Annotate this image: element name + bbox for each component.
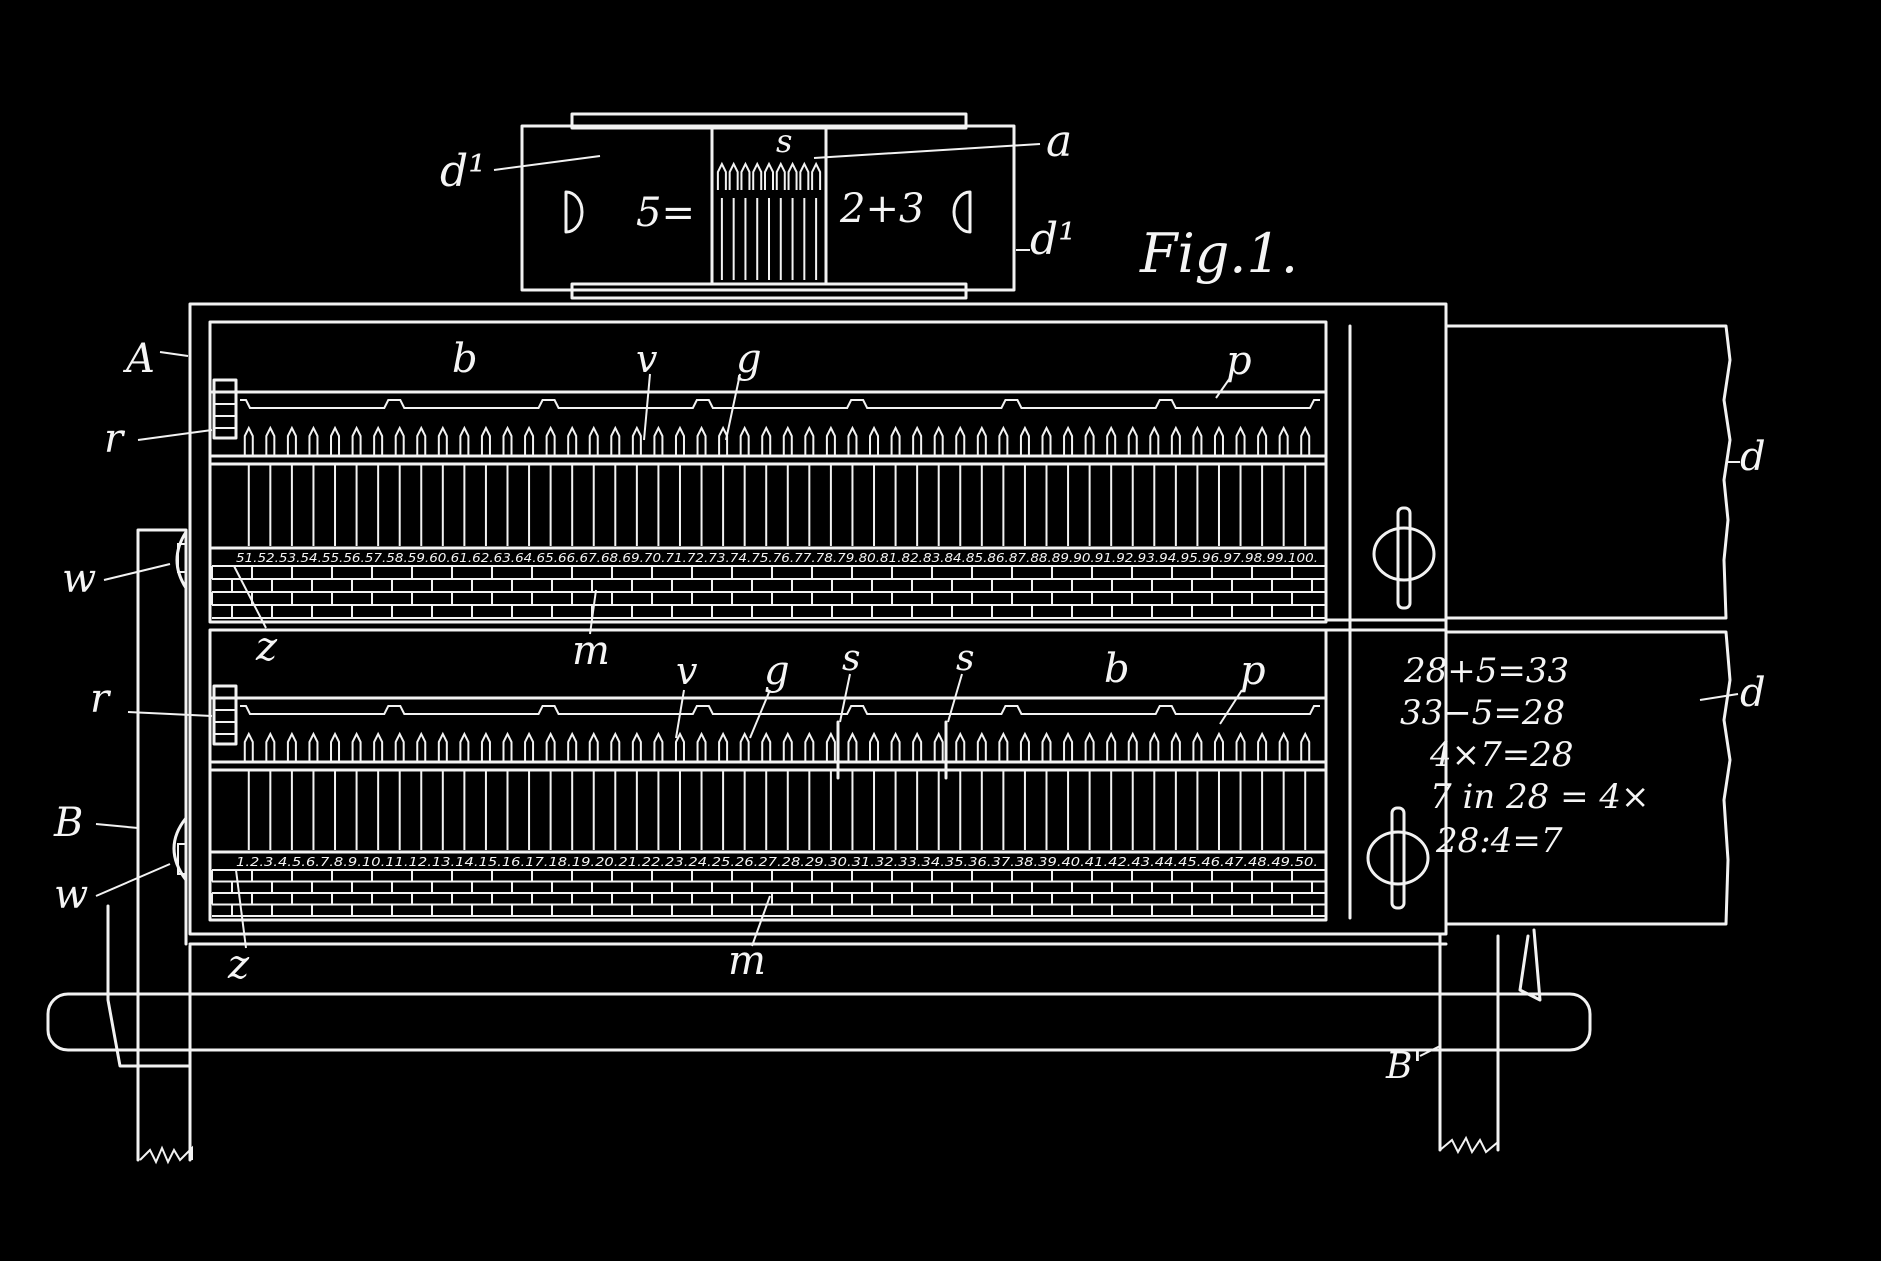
upper-pickets: [243, 425, 1311, 546]
stand: [46, 528, 1592, 1165]
door-handle-upper-icon: [1372, 506, 1436, 610]
left-handle-icon: [564, 190, 584, 234]
reference-labels: A b v g p r d w z m r v g s s b p d B: [53, 336, 1766, 1087]
label-b-lower: b: [1104, 646, 1130, 692]
label-z-upper: z: [255, 624, 278, 670]
label-s1-lower: s: [842, 638, 860, 679]
label-p-upper: p: [1226, 338, 1252, 384]
lower-roller-icon: [212, 684, 238, 746]
display-box: 5= 2+3 d¹ d¹ a s: [440, 112, 1076, 300]
slate-line-4: 7 in 28 = 4×: [1430, 777, 1650, 817]
label-a: a: [1046, 116, 1072, 167]
label-r-upper: r: [104, 416, 126, 462]
label-g-lower: g: [764, 648, 790, 694]
wheel-lower-icon: [172, 816, 188, 882]
label-z-lower: z: [227, 942, 250, 988]
label-v-upper: v: [636, 337, 658, 381]
label-d1-right: d¹: [1030, 214, 1076, 265]
lower-row: 1.2.3.4.5.6.7.8.9.10.11.12.13.14.15.16.1…: [210, 684, 1328, 917]
slate-line-3: 4×7=28: [1429, 735, 1574, 775]
label-B: B: [53, 800, 83, 846]
slate-line-2: 33−5=28: [1400, 693, 1565, 733]
upper-roller-icon: [212, 378, 238, 440]
label-s-top: s: [776, 122, 792, 160]
label-d-lower: d: [1740, 670, 1766, 716]
label-B-prime: B': [1385, 1046, 1422, 1087]
wheel-upper-icon: [175, 530, 188, 590]
display-right-text: 2+3: [839, 186, 924, 232]
label-s2-lower: s: [956, 638, 974, 679]
lower-brick-base: [211, 869, 1326, 917]
right-handle-icon: [952, 190, 972, 234]
label-v-lower: v: [676, 649, 698, 693]
figure-label: Fig.1.: [1139, 222, 1298, 285]
display-left-text: 5=: [636, 190, 695, 236]
label-b-upper: b: [452, 336, 478, 382]
display-pickets: [716, 161, 822, 280]
label-A: A: [122, 336, 155, 382]
lower-number-strip: 1.2.3.4.5.6.7.8.9.10.11.12.13.14.15.16.1…: [236, 855, 1318, 869]
label-r-lower: r: [90, 676, 112, 722]
slate-line-1: 28+5=33: [1403, 651, 1569, 691]
upper-number-strip: 51.52.53.54.55.56.57.58.59.60.61.62.63.6…: [236, 551, 1318, 565]
door-panels: [1366, 324, 1732, 926]
label-m-upper: m: [572, 628, 610, 674]
label-m-lower: m: [728, 938, 766, 984]
door-handle-lower-icon: [1366, 806, 1430, 910]
upper-brick-base: [211, 565, 1326, 619]
lower-pickets: [243, 731, 1311, 850]
label-w-upper: w: [62, 556, 96, 602]
label-p-lower: p: [1240, 648, 1266, 694]
slate: 28+5=33 33−5=28 4×7=28 7 in 28 = 4× 28:4…: [1400, 651, 1650, 861]
label-w-lower: w: [54, 872, 88, 918]
label-d-upper: d: [1740, 434, 1766, 480]
upper-row: 51.52.53.54.55.56.57.58.59.60.61.62.63.6…: [210, 378, 1328, 619]
slate-line-5: 28:4=7: [1435, 821, 1563, 861]
label-d1-left: d¹: [440, 146, 486, 197]
